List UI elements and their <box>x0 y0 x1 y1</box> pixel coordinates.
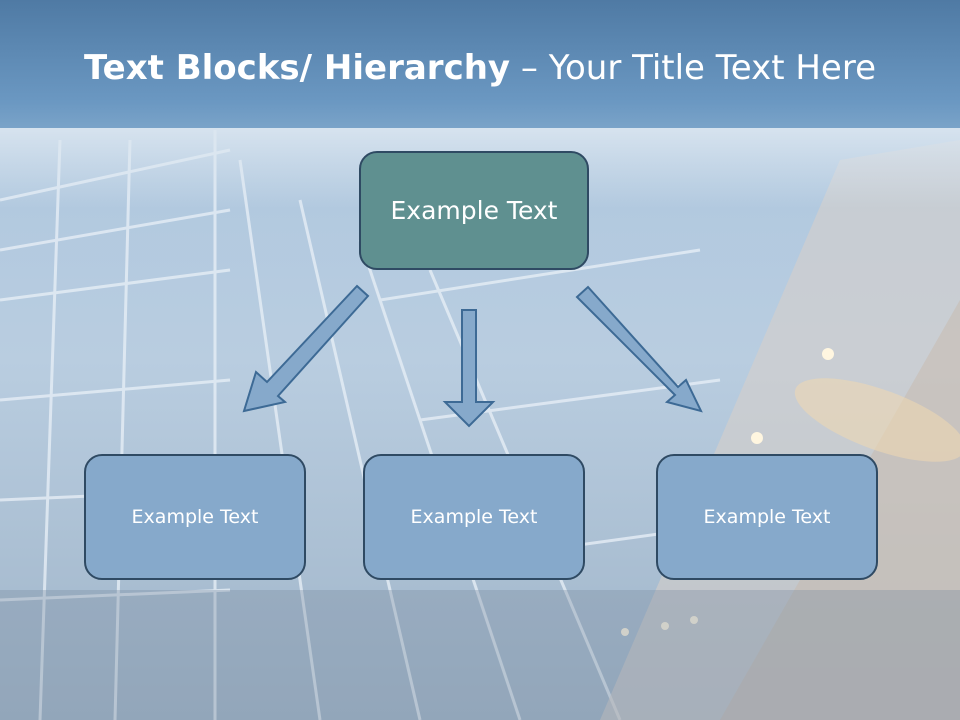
child-text-block-3-label: Example Text <box>703 506 831 528</box>
child-text-block-3[interactable]: Example Text <box>656 454 878 580</box>
child-text-block-1[interactable]: Example Text <box>84 454 306 580</box>
slide-title: Text Blocks/ Hierarchy – Your Title Text… <box>0 48 960 88</box>
child-text-block-1-label: Example Text <box>131 506 259 528</box>
child-text-block-2-label: Example Text <box>410 506 538 528</box>
title-bold-part: Text Blocks/ Hierarchy <box>83 48 511 88</box>
child-text-block-2[interactable]: Example Text <box>363 454 585 580</box>
top-text-block[interactable]: Example Text <box>359 151 589 270</box>
title-rest-part: – Your Title Text Here <box>510 48 876 88</box>
top-text-block-label: Example Text <box>390 196 558 225</box>
